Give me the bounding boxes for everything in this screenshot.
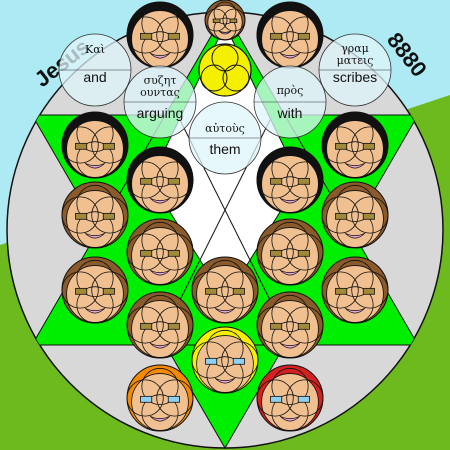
face-icon — [204, 0, 246, 41]
bubble-grammateis-english: scribes — [333, 69, 377, 85]
face-icon — [126, 218, 194, 286]
face-icon — [321, 181, 389, 249]
face-icon — [61, 111, 129, 179]
face-icon — [191, 256, 259, 324]
bubble-pros-greek: πρὸς — [277, 84, 303, 97]
face-icon — [256, 364, 324, 432]
bubble-autous-english: them — [209, 141, 240, 157]
bubble-kai-greek: Καὶ — [85, 43, 105, 56]
bubble-kai: Καὶ and — [58, 33, 132, 107]
face-icon — [321, 111, 389, 179]
face-icon — [256, 1, 324, 69]
bubble-pros-english: with — [277, 105, 303, 121]
face-icon — [61, 256, 129, 324]
bubble-autous: αὐτοὺς them — [188, 101, 262, 175]
face-icon — [256, 146, 324, 214]
face-icon — [61, 181, 129, 249]
face-icon — [256, 291, 324, 359]
face-icon — [126, 364, 194, 432]
bubble-autous-greek: αὐτοὺς — [205, 122, 245, 135]
face-icon — [321, 256, 389, 324]
bubble-pros: πρὸς with — [253, 65, 327, 139]
face-icon — [256, 218, 324, 286]
face-icon — [126, 291, 194, 359]
faces-group — [61, 0, 389, 432]
face-icon — [126, 1, 194, 69]
face-icon — [191, 326, 259, 394]
bubble-kai-english: and — [83, 69, 106, 85]
face-icon — [126, 146, 194, 214]
bubble-suzetountas-english: arguing — [137, 105, 184, 121]
halo-icon — [198, 43, 252, 97]
